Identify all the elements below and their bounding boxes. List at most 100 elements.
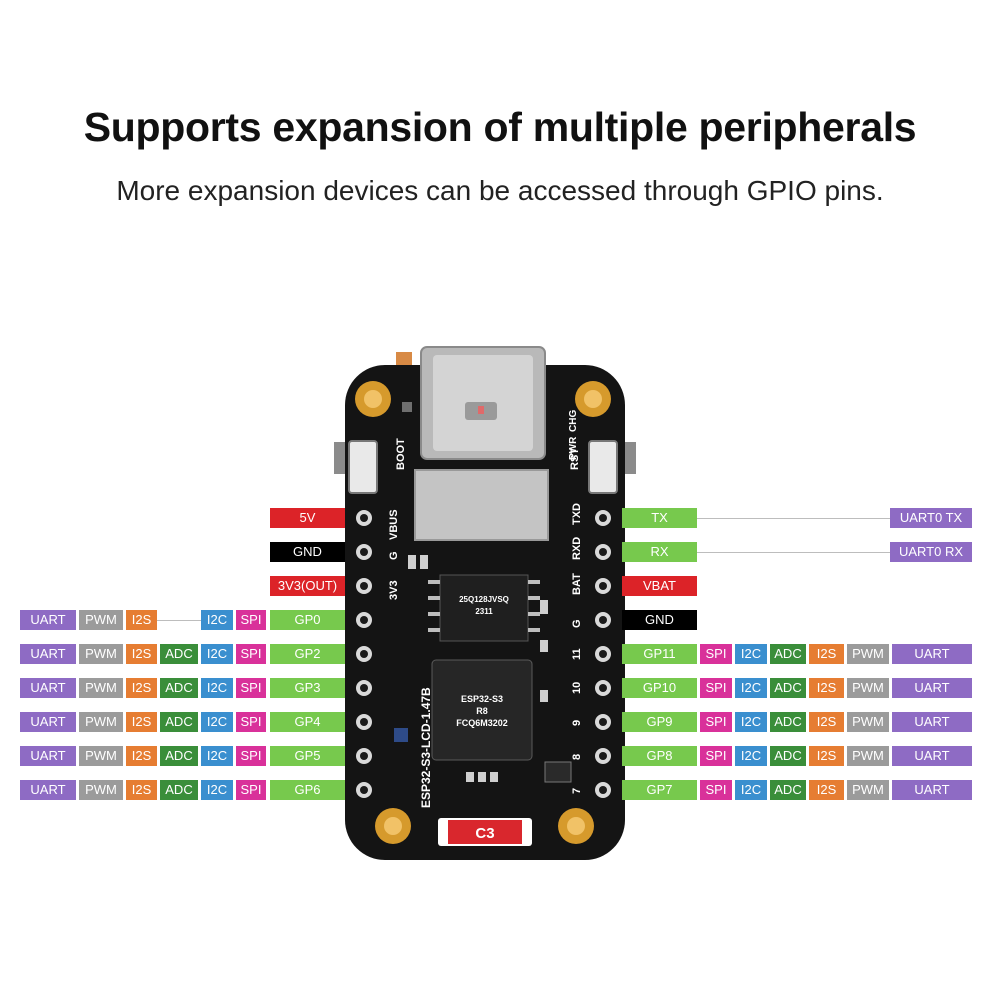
func-adc-left-7: ADC <box>160 746 198 766</box>
page-title: Supports expansion of multiple periphera… <box>83 104 917 150</box>
badge-label: C3 <box>475 825 494 842</box>
func-spi-right-5: SPI <box>700 678 732 698</box>
pad-right-7-hole <box>599 752 607 760</box>
pin-label-gp3: GP3 <box>270 678 345 698</box>
silkscreen: BOOT RST CHG PWR VBUS G 3V3 TXD RXD BAT … <box>388 410 583 808</box>
mounting-holes <box>355 381 611 844</box>
silk-boot: BOOT <box>395 438 407 470</box>
pad-right-0-hole <box>599 514 607 522</box>
pin-label-gp5: GP5 <box>270 746 345 766</box>
pin-label-3v3-out-: 3V3(OUT) <box>270 576 345 596</box>
silk-10: 10 <box>571 682 583 694</box>
esp32-s3-chip: ESP32-S3 R8 FCQ6M3202 <box>431 659 533 761</box>
func-pwm-left-7: PWM <box>79 746 123 766</box>
pad-right-1-hole <box>599 548 607 556</box>
pad-left-4-hole <box>360 650 368 658</box>
flash-text-1: 25Q128JVSQ <box>459 595 509 604</box>
pin-label-gnd: GND <box>270 542 345 562</box>
silk-vbus: VBUS <box>388 509 400 540</box>
silk-model: ESP32-S3-LCD-1.47B <box>419 687 433 808</box>
func-i2c-right-5: I2C <box>735 678 767 698</box>
pad-left-7-hole <box>360 752 368 760</box>
chip-text-2: R8 <box>476 706 488 716</box>
func-spi-left-7: SPI <box>236 746 266 766</box>
pad-right-3-hole <box>599 616 607 624</box>
func-uart-right-7: UART <box>892 746 972 766</box>
func-i2c-right-4: I2C <box>735 644 767 664</box>
func-pwm-right-4: PWM <box>847 644 889 664</box>
silk-bat: BAT <box>571 573 583 595</box>
func-i2s-left-5: I2S <box>126 678 157 698</box>
func-spi-left-5: SPI <box>236 678 266 698</box>
pin-label-gp11-right: GP11 <box>622 644 697 664</box>
sd-card-slot <box>414 469 549 541</box>
func-adc-left-5: ADC <box>160 678 198 698</box>
func-i2c-left-7: I2C <box>201 746 233 766</box>
pad-right-4-hole <box>599 650 607 658</box>
chip-text-3: FCQ6M3202 <box>456 718 508 728</box>
func-pwm-right-5: PWM <box>847 678 889 698</box>
pin-label-gp7-right: GP7 <box>622 780 697 800</box>
func-i2s-left-3: I2S <box>126 610 157 630</box>
silk-rst: RST <box>569 448 581 470</box>
pin-label-vbat-right: VBAT <box>622 576 697 596</box>
pad-left-0-hole <box>360 514 368 522</box>
func-i2s-right-7: I2S <box>809 746 844 766</box>
func-pwm-left-6: PWM <box>79 712 123 732</box>
func-i2s-left-7: I2S <box>126 746 157 766</box>
func-adc-left-6: ADC <box>160 712 198 732</box>
func-uart-right-6: UART <box>892 712 972 732</box>
func-spi-right-4: SPI <box>700 644 732 664</box>
func-adc-right-7: ADC <box>770 746 806 766</box>
lead-right-0 <box>697 518 890 519</box>
func-spi-right-7: SPI <box>700 746 732 766</box>
silk-txd: TXD <box>571 503 583 525</box>
silk-8: 8 <box>571 754 583 760</box>
pin-label-gp6: GP6 <box>270 780 345 800</box>
func-i2s-right-8: I2S <box>809 780 844 800</box>
func-adc-right-5: ADC <box>770 678 806 698</box>
silk-g-right: G <box>571 619 583 628</box>
func-i2s-right-5: I2S <box>809 678 844 698</box>
pad-right-5-hole <box>599 684 607 692</box>
pin-label-rx-right: RX <box>622 542 697 562</box>
silk-chg: CHG <box>568 410 579 432</box>
func-uart-left-8: UART <box>20 780 76 800</box>
ext-label-uart0-tx: UART0 TX <box>890 508 972 528</box>
func-i2s-right-4: I2S <box>809 644 844 664</box>
func-i2s-right-6: I2S <box>809 712 844 732</box>
func-pwm-left-4: PWM <box>79 644 123 664</box>
func-uart-left-4: UART <box>20 644 76 664</box>
func-uart-left-3: UART <box>20 610 76 630</box>
rst-button <box>588 440 618 494</box>
func-i2c-left-4: I2C <box>201 644 233 664</box>
func-adc-right-4: ADC <box>770 644 806 664</box>
silk-rxd: RXD <box>571 537 583 560</box>
func-adc-left-8: ADC <box>160 780 198 800</box>
func-adc-right-8: ADC <box>770 780 806 800</box>
pad-right-6-hole <box>599 718 607 726</box>
flash-chip: 25Q128JVSQ 2311 <box>439 574 529 642</box>
pin-label-gp9-right: GP9 <box>622 712 697 732</box>
func-pwm-left-3: PWM <box>79 610 123 630</box>
func-adc-right-6: ADC <box>770 712 806 732</box>
func-i2c-right-7: I2C <box>735 746 767 766</box>
func-uart-right-5: UART <box>892 678 972 698</box>
smd-components <box>394 402 572 783</box>
silk-9: 9 <box>571 720 583 726</box>
func-uart-left-5: UART <box>20 678 76 698</box>
pin-label-tx-right: TX <box>622 508 697 528</box>
func-i2c-left-5: I2C <box>201 678 233 698</box>
lead-left-3 <box>157 620 201 621</box>
silk-g-left: G <box>388 551 400 560</box>
flash-text-2: 2311 <box>475 607 493 616</box>
func-i2s-left-4: I2S <box>126 644 157 664</box>
flash-chip-legs <box>428 580 540 632</box>
func-pwm-right-8: PWM <box>847 780 889 800</box>
func-i2s-left-8: I2S <box>126 780 157 800</box>
pad-left-6-hole <box>360 718 368 726</box>
pin-label-gp2: GP2 <box>270 644 345 664</box>
func-pwm-left-5: PWM <box>79 678 123 698</box>
func-adc-left-4: ADC <box>160 644 198 664</box>
